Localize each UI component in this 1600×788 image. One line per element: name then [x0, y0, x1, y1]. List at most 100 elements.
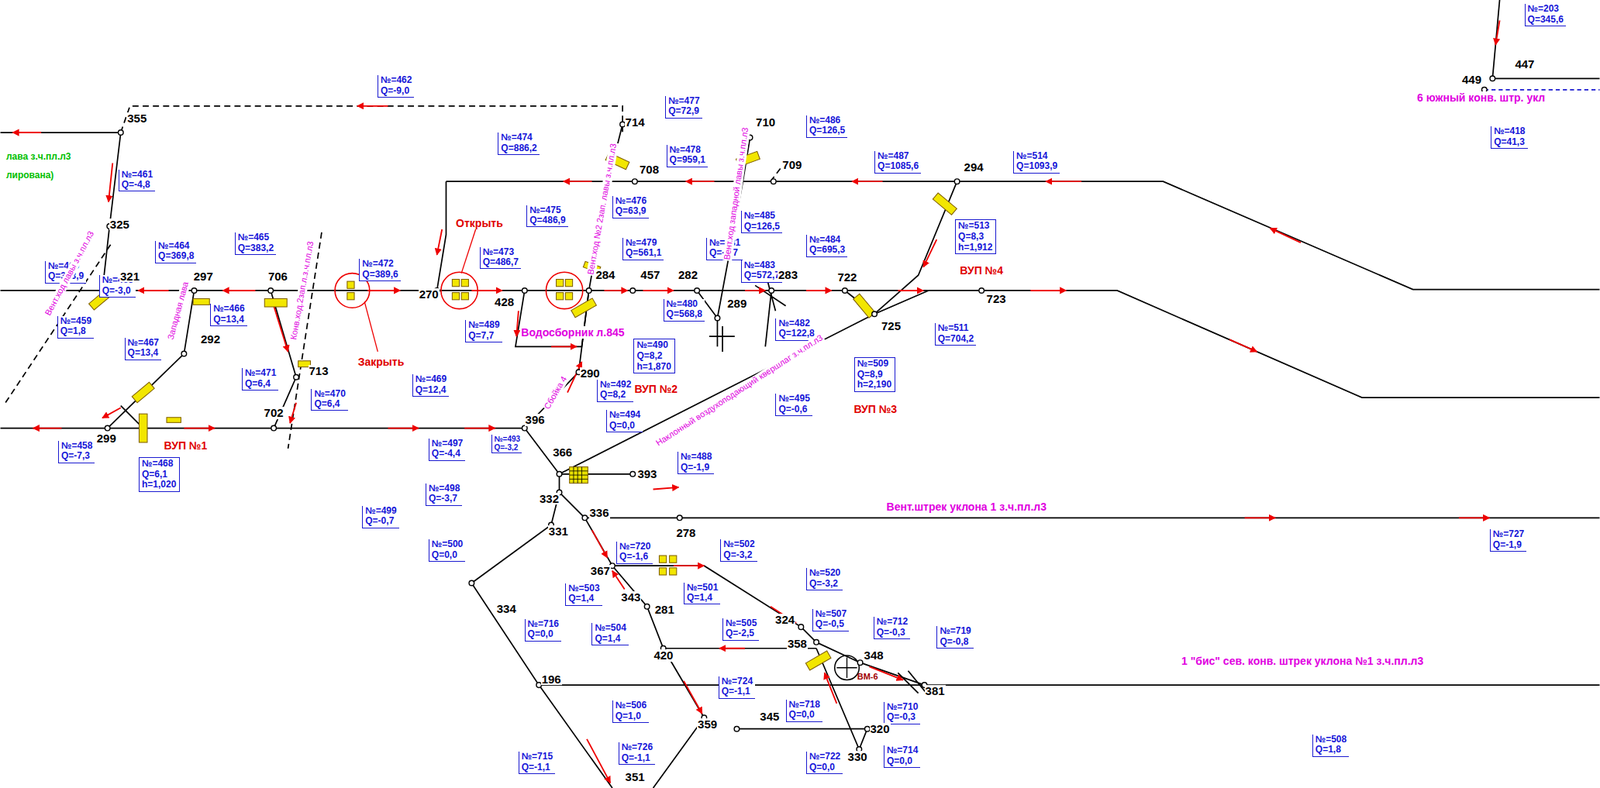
- dashed-airways: [288, 232, 322, 449]
- air-flow-arrows: [683, 681, 703, 714]
- regulators: [264, 298, 287, 307]
- branch-callout: №=484 Q=695,3: [806, 234, 848, 258]
- airways: [765, 290, 772, 347]
- junction-number: 702: [263, 406, 285, 420]
- air-flow-arrows: [273, 306, 288, 352]
- door-symbols: [569, 467, 589, 484]
- regulators: [805, 651, 832, 671]
- junction-number: 343: [620, 591, 642, 604]
- junction-dots: [181, 351, 187, 357]
- junction-number: 345: [758, 711, 780, 725]
- branch-callout: №=477 Q=72,9: [665, 96, 702, 119]
- branch-callout: №=506 Q=1,0: [612, 700, 649, 724]
- door-symbols: [461, 279, 469, 287]
- airways: [717, 317, 719, 347]
- air-flow-arrows: [673, 565, 704, 567]
- air-flow-arrows: [1229, 339, 1258, 352]
- control-label: ВУП №3: [852, 403, 898, 416]
- regulators: [89, 151, 958, 671]
- branch-callout: №=719 Q=-0,8: [936, 626, 973, 649]
- branch-callout: №=514 Q=1093,9: [1013, 151, 1060, 174]
- junction-number: 358: [786, 637, 808, 651]
- branch-callout: №=507 Q=-0,5: [812, 609, 849, 632]
- junction-number: 283: [777, 269, 799, 283]
- junction-dots: [1489, 75, 1496, 82]
- branch-callout: №=722 Q=0,0: [806, 751, 843, 775]
- junction-number: 325: [109, 218, 131, 232]
- branch-callout: №=511 Q=704,2: [934, 323, 976, 346]
- air-flow-arrows: [471, 289, 502, 292]
- branch-callout: №=714 Q=0,0: [883, 745, 921, 769]
- junction-number: 393: [636, 468, 658, 481]
- fan-symbol: [834, 655, 860, 681]
- junction-number: 290: [579, 367, 601, 380]
- branch-callout: №=483 Q=572,7: [741, 260, 783, 283]
- junction-dots: [857, 660, 863, 666]
- junction-number: 320: [869, 723, 891, 736]
- branch-callout: №=489 Q=7,7: [465, 320, 502, 343]
- junction-dots: [521, 288, 528, 294]
- junction-dots: [521, 425, 528, 432]
- junction-dots: [117, 130, 124, 136]
- air-flow-arrows: [516, 310, 519, 337]
- regulators: [166, 417, 181, 424]
- junction-number: 284: [594, 269, 616, 283]
- branch-callout: №=475 Q=486,9: [526, 205, 568, 228]
- branch-callout: №=472 Q=389,6: [358, 258, 400, 282]
- air-flow-arrows: [563, 180, 593, 183]
- door-symbols: [347, 293, 355, 300]
- branch-callout: №=459 Q=1,8: [57, 316, 94, 339]
- airways: [0, 131, 121, 134]
- airway-name: 6 южный конв. штр. укл: [1416, 91, 1546, 104]
- door-symbols: [461, 293, 469, 300]
- junction-number: 366: [551, 447, 573, 460]
- junction-number: 457: [639, 269, 661, 283]
- air-flow-arrows: [12, 20, 1500, 783]
- branch-data: №=490 Q=8,2 h=1,870: [636, 340, 671, 373]
- air-flow-arrows: [33, 427, 63, 430]
- branch-callout: №=486 Q=126,5: [806, 115, 848, 138]
- junction-number: 449: [1461, 73, 1483, 87]
- control-label: ВУП №2: [633, 382, 679, 396]
- door-symbols: [669, 568, 677, 576]
- airways: [437, 181, 447, 291]
- dashed-blue-airway: [1484, 89, 1600, 91]
- branch-callout: №=458 Q=-7,3: [58, 441, 95, 464]
- junction-number: 708: [638, 163, 660, 176]
- junction-number: 447: [1513, 58, 1535, 71]
- air-flow-arrows: [1495, 20, 1500, 45]
- branch-callout: №=502 Q=-3,2: [720, 539, 757, 563]
- branch-callout: №=504 Q=1,4: [591, 623, 628, 646]
- junction-number: 381: [924, 686, 946, 699]
- air-flow-arrows: [102, 407, 121, 418]
- branch-callout: №=505 Q=-2,5: [722, 618, 759, 642]
- junction-number: 330: [847, 751, 869, 764]
- junction-number: 396: [524, 413, 546, 427]
- junction-dots: [872, 311, 878, 318]
- dashed-airways: [120, 106, 623, 133]
- junction-number: 324: [774, 613, 796, 627]
- junction-dots: [644, 604, 650, 611]
- branch-callout: №=488 Q=-1,9: [677, 451, 714, 475]
- air-flow-arrows: [744, 289, 766, 292]
- junction-dots: [630, 288, 636, 294]
- junction-number: 725: [880, 320, 902, 333]
- branch-callout: №=473 Q=486,7: [479, 247, 521, 270]
- junction-dots: [714, 315, 721, 321]
- branch-callout: №=495 Q=-0,6: [775, 393, 812, 417]
- airways: [0, 290, 1600, 398]
- junction-dots: [954, 179, 960, 185]
- branch-callout: №=482 Q=122,8: [775, 318, 817, 342]
- dashed-airways: [5, 244, 111, 404]
- junction-number: 336: [589, 506, 611, 520]
- air-flow-arrows: [551, 345, 577, 348]
- airways: [559, 492, 1600, 518]
- branch-callout: №=520 Q=-3,2: [806, 568, 843, 591]
- branch-callout: №=727 Q=-1,9: [1489, 529, 1527, 552]
- branch-callout: №=499 Q=-0,7: [362, 506, 399, 529]
- air-flow-arrows: [1458, 517, 1490, 519]
- junction-number: 713: [308, 365, 330, 378]
- branch-callout: №=501 Q=1,4: [683, 582, 721, 606]
- airway-name: Водосборник л.845: [520, 326, 625, 339]
- leader-line: [461, 229, 476, 274]
